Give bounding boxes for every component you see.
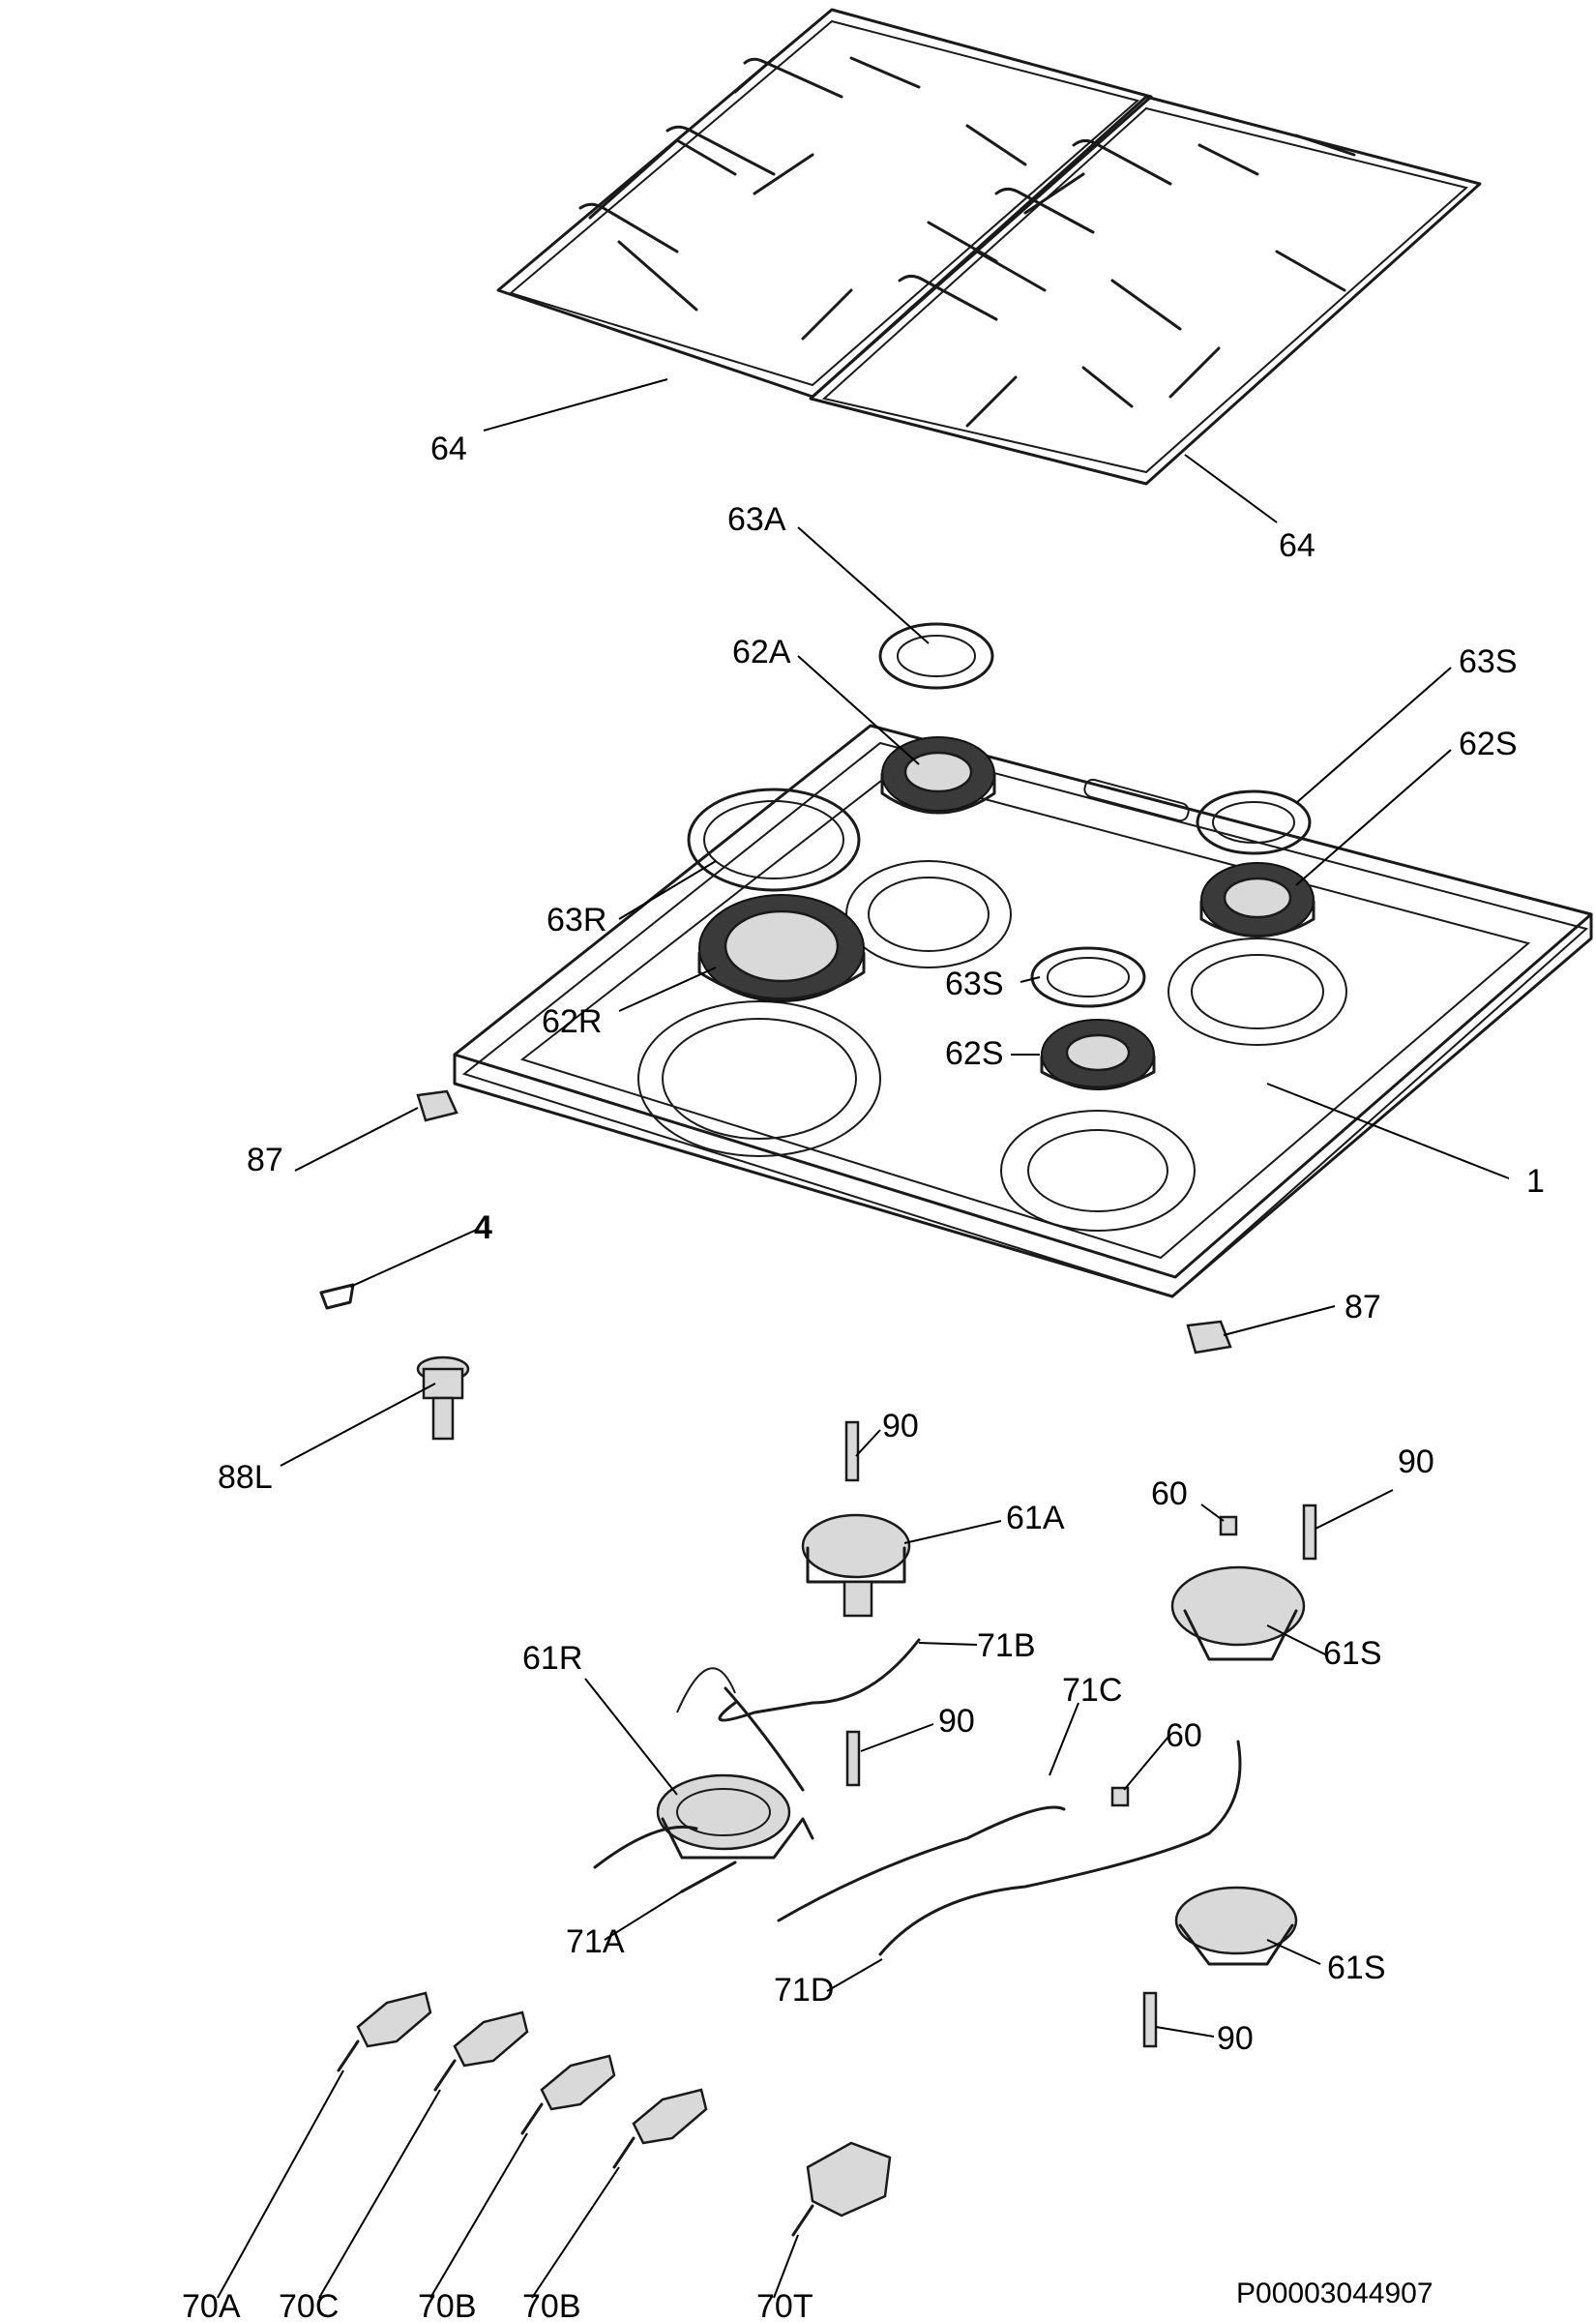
label-tap-b2: 70B <box>522 2288 581 2322</box>
label-electrode-a: 90 <box>882 1408 919 1444</box>
burner-cap-aux <box>878 622 994 690</box>
label-tap-c: 70C <box>279 2288 339 2322</box>
pan-support-left <box>496 8 1153 399</box>
burner-body-semi-top <box>1170 1565 1306 1661</box>
label-burner-semi-bottom: 61S <box>1327 1950 1386 1986</box>
burner-cap-semi-mid <box>1030 946 1146 1008</box>
drawing-code: P00003044907 <box>1236 2277 1433 2309</box>
label-crown-rapid: 62R <box>542 1003 602 1040</box>
label-crown-semi-mid: 62S <box>945 1035 1004 1072</box>
label-gas-connector: 88L <box>218 1459 273 1496</box>
label-pipe-a: 71A <box>566 1923 625 1960</box>
label-screw-mid: 60 <box>1166 1717 1202 1754</box>
gas-pipe-d <box>878 1740 1242 1956</box>
gas-tap-t <box>791 2141 892 2237</box>
label-pipe-c: 71C <box>1062 1672 1122 1709</box>
gas-tap-b2 <box>612 2088 708 2169</box>
burner-seat-semi-right <box>1167 938 1347 1046</box>
label-burner-rapid: 61R <box>522 1640 582 1677</box>
label-crown-semi-top: 62S <box>1459 726 1518 762</box>
burner-body-rapid <box>656 1773 814 1860</box>
burner-crown-semi-top <box>1199 862 1315 938</box>
gas-tap-c <box>433 2010 529 2092</box>
foot-right <box>1186 1320 1232 1354</box>
burner-seat-rapid <box>637 1000 881 1157</box>
leader-lines <box>217 378 1510 2299</box>
pan-support-right <box>809 95 1482 486</box>
gas-tap-a <box>337 1991 432 2072</box>
burner-body-aux <box>801 1513 911 1618</box>
label-grid-left: 64 <box>430 431 467 467</box>
electrode-s-top <box>1302 1503 1317 1561</box>
gas-tap-b1 <box>520 2054 616 2135</box>
burner-body-semi-bottom <box>1174 1886 1298 1966</box>
clip-part <box>319 1283 355 1310</box>
burner-seat-semi-front <box>1000 1110 1196 1232</box>
burner-cap-rapid <box>687 788 861 892</box>
label-crown-aux: 62A <box>732 634 791 670</box>
screw-top <box>1219 1515 1238 1536</box>
label-pipe-d: 71D <box>774 1972 834 2009</box>
burner-seat-aux <box>845 860 1012 968</box>
label-tap-a: 70A <box>182 2288 241 2322</box>
electrode-s-bottom <box>1142 1991 1158 2048</box>
label-electrode-s-top: 90 <box>1398 1444 1434 1480</box>
label-foot-right: 87 <box>1345 1289 1381 1325</box>
burner-crown-semi-mid <box>1040 1019 1156 1090</box>
label-tap-t: 70T <box>756 2288 813 2322</box>
label-clip: 4 <box>474 1209 492 1246</box>
hob-top <box>453 724 1593 1298</box>
label-cap-aux: 63A <box>727 501 786 538</box>
foot-left <box>416 1089 458 1122</box>
gas-connector-part <box>416 1355 470 1441</box>
gas-pipe-a <box>593 1825 737 1893</box>
burner-crown-rapid <box>697 894 866 1002</box>
label-electrode-s-bottom: 90 <box>1217 2020 1254 2057</box>
label-burner-aux: 61A <box>1006 1500 1065 1536</box>
label-tap-b1: 70B <box>418 2288 477 2322</box>
gas-pipe-c <box>777 1805 1066 1922</box>
screw-mid <box>1110 1786 1130 1807</box>
label-burner-semi-top: 61S <box>1323 1635 1382 1672</box>
label-hob-top: 1 <box>1526 1163 1545 1200</box>
label-cap-semi-mid: 63S <box>945 966 1004 1002</box>
label-electrode-r: 90 <box>938 1703 975 1740</box>
label-foot-left: 87 <box>247 1142 283 1178</box>
label-pipe-b: 71B <box>977 1627 1036 1664</box>
gas-pipe-b <box>676 1638 921 1792</box>
burner-crown-aux <box>880 736 996 815</box>
label-cap-semi-top: 63S <box>1459 643 1518 680</box>
label-screw-top: 60 <box>1151 1475 1188 1512</box>
label-grid-right: 64 <box>1279 527 1315 564</box>
electrode-r <box>845 1730 861 1787</box>
electrode-a <box>844 1420 860 1482</box>
label-cap-rapid: 63R <box>547 902 606 938</box>
burner-cap-semi-top <box>1196 789 1312 855</box>
